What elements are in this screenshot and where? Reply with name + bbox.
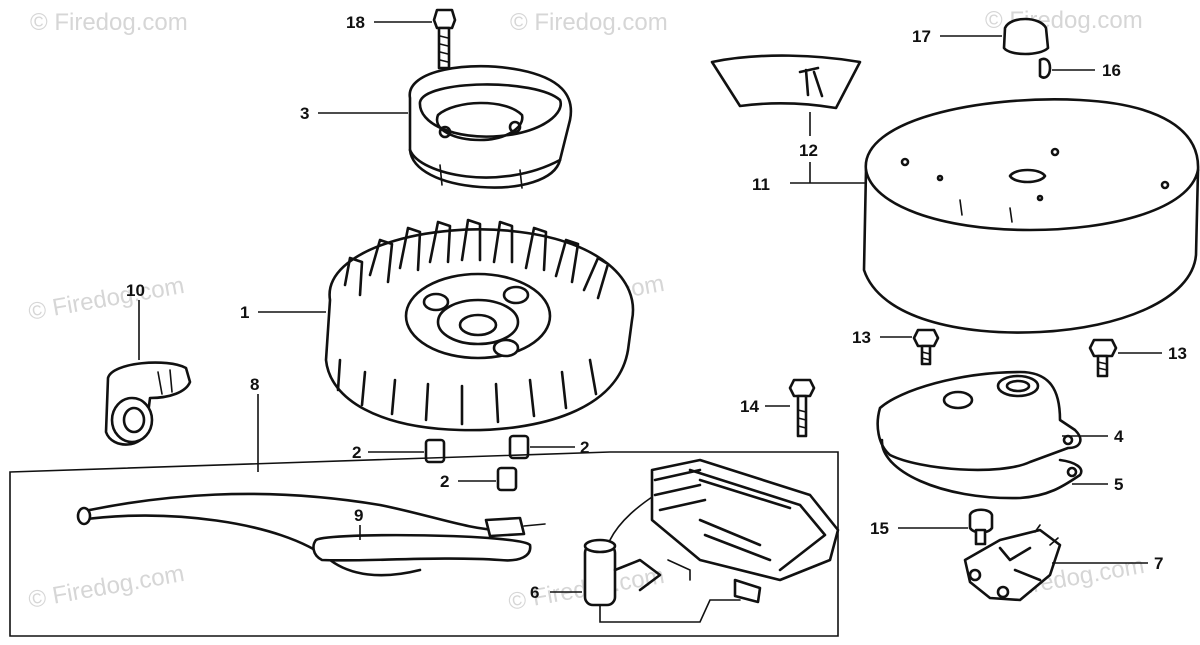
watermark: © Firedog.com <box>26 560 186 614</box>
callout-12: 12 <box>799 141 818 160</box>
watermark: © Firedog.com <box>30 9 188 36</box>
part-13-bolt-left[interactable] <box>912 328 940 366</box>
part-17-cap-nut[interactable] <box>1002 17 1050 56</box>
part-9-tube[interactable] <box>312 533 532 562</box>
callout-11: 11 <box>752 175 770 194</box>
ignition-coil[interactable] <box>650 458 840 604</box>
watermark: © Firedog.com <box>26 272 186 326</box>
callout-2: 2 <box>580 438 589 457</box>
part-14-bolt[interactable] <box>788 378 816 438</box>
callout-13: 13 <box>852 328 871 347</box>
callout-1: 1 <box>240 303 249 322</box>
part-3-starter-cup[interactable] <box>408 64 573 189</box>
callout-4: 4 <box>1114 427 1124 446</box>
callout-6: 6 <box>530 583 539 602</box>
part-12-decal[interactable] <box>710 54 862 110</box>
callout-16: 16 <box>1102 61 1121 80</box>
part-10-plug-cap[interactable] <box>104 361 192 446</box>
part-11-base-plate[interactable] <box>862 98 1200 334</box>
callout-13: 13 <box>1168 344 1187 363</box>
part-1-flywheel[interactable] <box>324 218 635 432</box>
callout-2: 2 <box>440 472 449 491</box>
part-16-key[interactable] <box>1038 57 1052 79</box>
callouts: 18 3 1 2 2 2 10 8 9 6 11 12 17 16 13 13 … <box>126 13 1187 602</box>
callout-9: 9 <box>354 506 363 525</box>
callout-18: 18 <box>346 13 365 32</box>
ignition-coil-group-outline <box>9 451 839 637</box>
part-2-collars[interactable] <box>424 434 530 492</box>
callout-3: 3 <box>300 104 309 123</box>
callout-17: 17 <box>912 27 931 46</box>
part-15-screw[interactable] <box>968 508 994 546</box>
part-5-gasket[interactable] <box>880 438 1083 500</box>
callout-14: 14 <box>740 397 759 416</box>
part-7-contact-breaker[interactable] <box>963 524 1062 602</box>
callout-5: 5 <box>1114 475 1123 494</box>
callout-8: 8 <box>250 375 259 394</box>
callout-2: 2 <box>352 443 361 462</box>
part-13-bolt-right[interactable] <box>1088 338 1118 378</box>
part-6-condenser[interactable] <box>583 494 741 623</box>
callout-15: 15 <box>870 519 889 538</box>
part-4-cover[interactable] <box>876 370 1082 472</box>
callout-7: 7 <box>1154 554 1163 573</box>
watermark: © Firedog.com <box>510 9 668 36</box>
part-8-ht-wire[interactable] <box>76 492 546 577</box>
part-18-bolt[interactable] <box>432 8 457 70</box>
leader-lines <box>138 21 1162 593</box>
callout-10: 10 <box>126 281 145 300</box>
